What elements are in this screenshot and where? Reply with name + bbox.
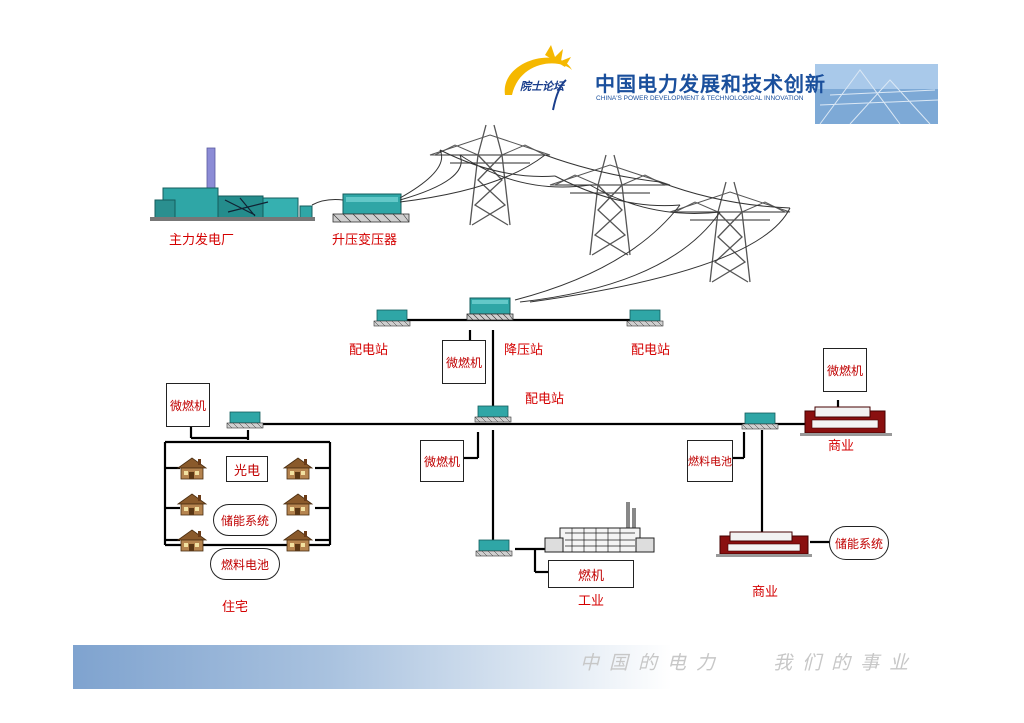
fuel-cell-right-box: 燃料电池 (687, 440, 733, 482)
header-photo (815, 64, 939, 125)
label-industrial: 工业 (578, 594, 605, 609)
turbine-industrial-box: 燃机 (548, 560, 634, 588)
micro-turbine-right-box: 微燃机 (823, 348, 867, 392)
label-distribution-left: 配电站 (349, 343, 389, 358)
label-power-plant: 主力发电厂 (169, 233, 235, 248)
label-step-up-transformer: 升压变压器 (332, 233, 398, 248)
label-commercial-top: 商业 (828, 439, 855, 454)
commercial-building-top-illustration (800, 406, 892, 436)
forum-logo-text: 院士论坛 (520, 80, 564, 93)
storage-residential-oval: 储能系统 (213, 504, 277, 536)
forum-logo (504, 45, 572, 111)
power-plant-illustration (150, 147, 315, 221)
distribution-station-commercial-illustration (741, 412, 779, 430)
factory-illustration (544, 502, 655, 553)
label-distribution-center: 配电站 (525, 392, 565, 407)
footer-slogan: 中国的电力 我们的事业 (580, 652, 919, 674)
header-title: 中国电力发展和技术创新 (595, 72, 826, 96)
micro-turbine-left-box: 微燃机 (166, 383, 210, 427)
distribution-station-industrial-illustration (475, 539, 513, 557)
step-up-transformer-illustration (311, 193, 410, 223)
distribution-station-left-illustration (373, 309, 411, 327)
storage-commercial-oval: 储能系统 (829, 526, 889, 560)
pv-box: 光电 (226, 456, 268, 482)
label-commercial-bottom: 商业 (752, 585, 779, 600)
distribution-station-residential-illustration (226, 411, 264, 429)
commercial-building-bottom-illustration (716, 531, 812, 557)
distribution-station-right-illustration (626, 309, 664, 327)
fuel-cell-residential-oval: 燃料电池 (210, 548, 280, 580)
micro-turbine-center-box: 微燃机 (420, 440, 464, 482)
label-step-down: 降压站 (504, 343, 544, 358)
distribution-station-center-illustration (474, 405, 512, 423)
label-distribution-right: 配电站 (631, 343, 671, 358)
footer-gradient-bar (73, 645, 928, 689)
header-subtitle: CHINA'S POWER DEVELOPMENT & TECHNOLOGICA… (596, 95, 804, 102)
label-residential: 住宅 (222, 600, 249, 615)
step-down-station-illustration (466, 297, 514, 321)
transmission-towers (399, 124, 791, 303)
micro-turbine-top-box: 微燃机 (442, 340, 486, 384)
